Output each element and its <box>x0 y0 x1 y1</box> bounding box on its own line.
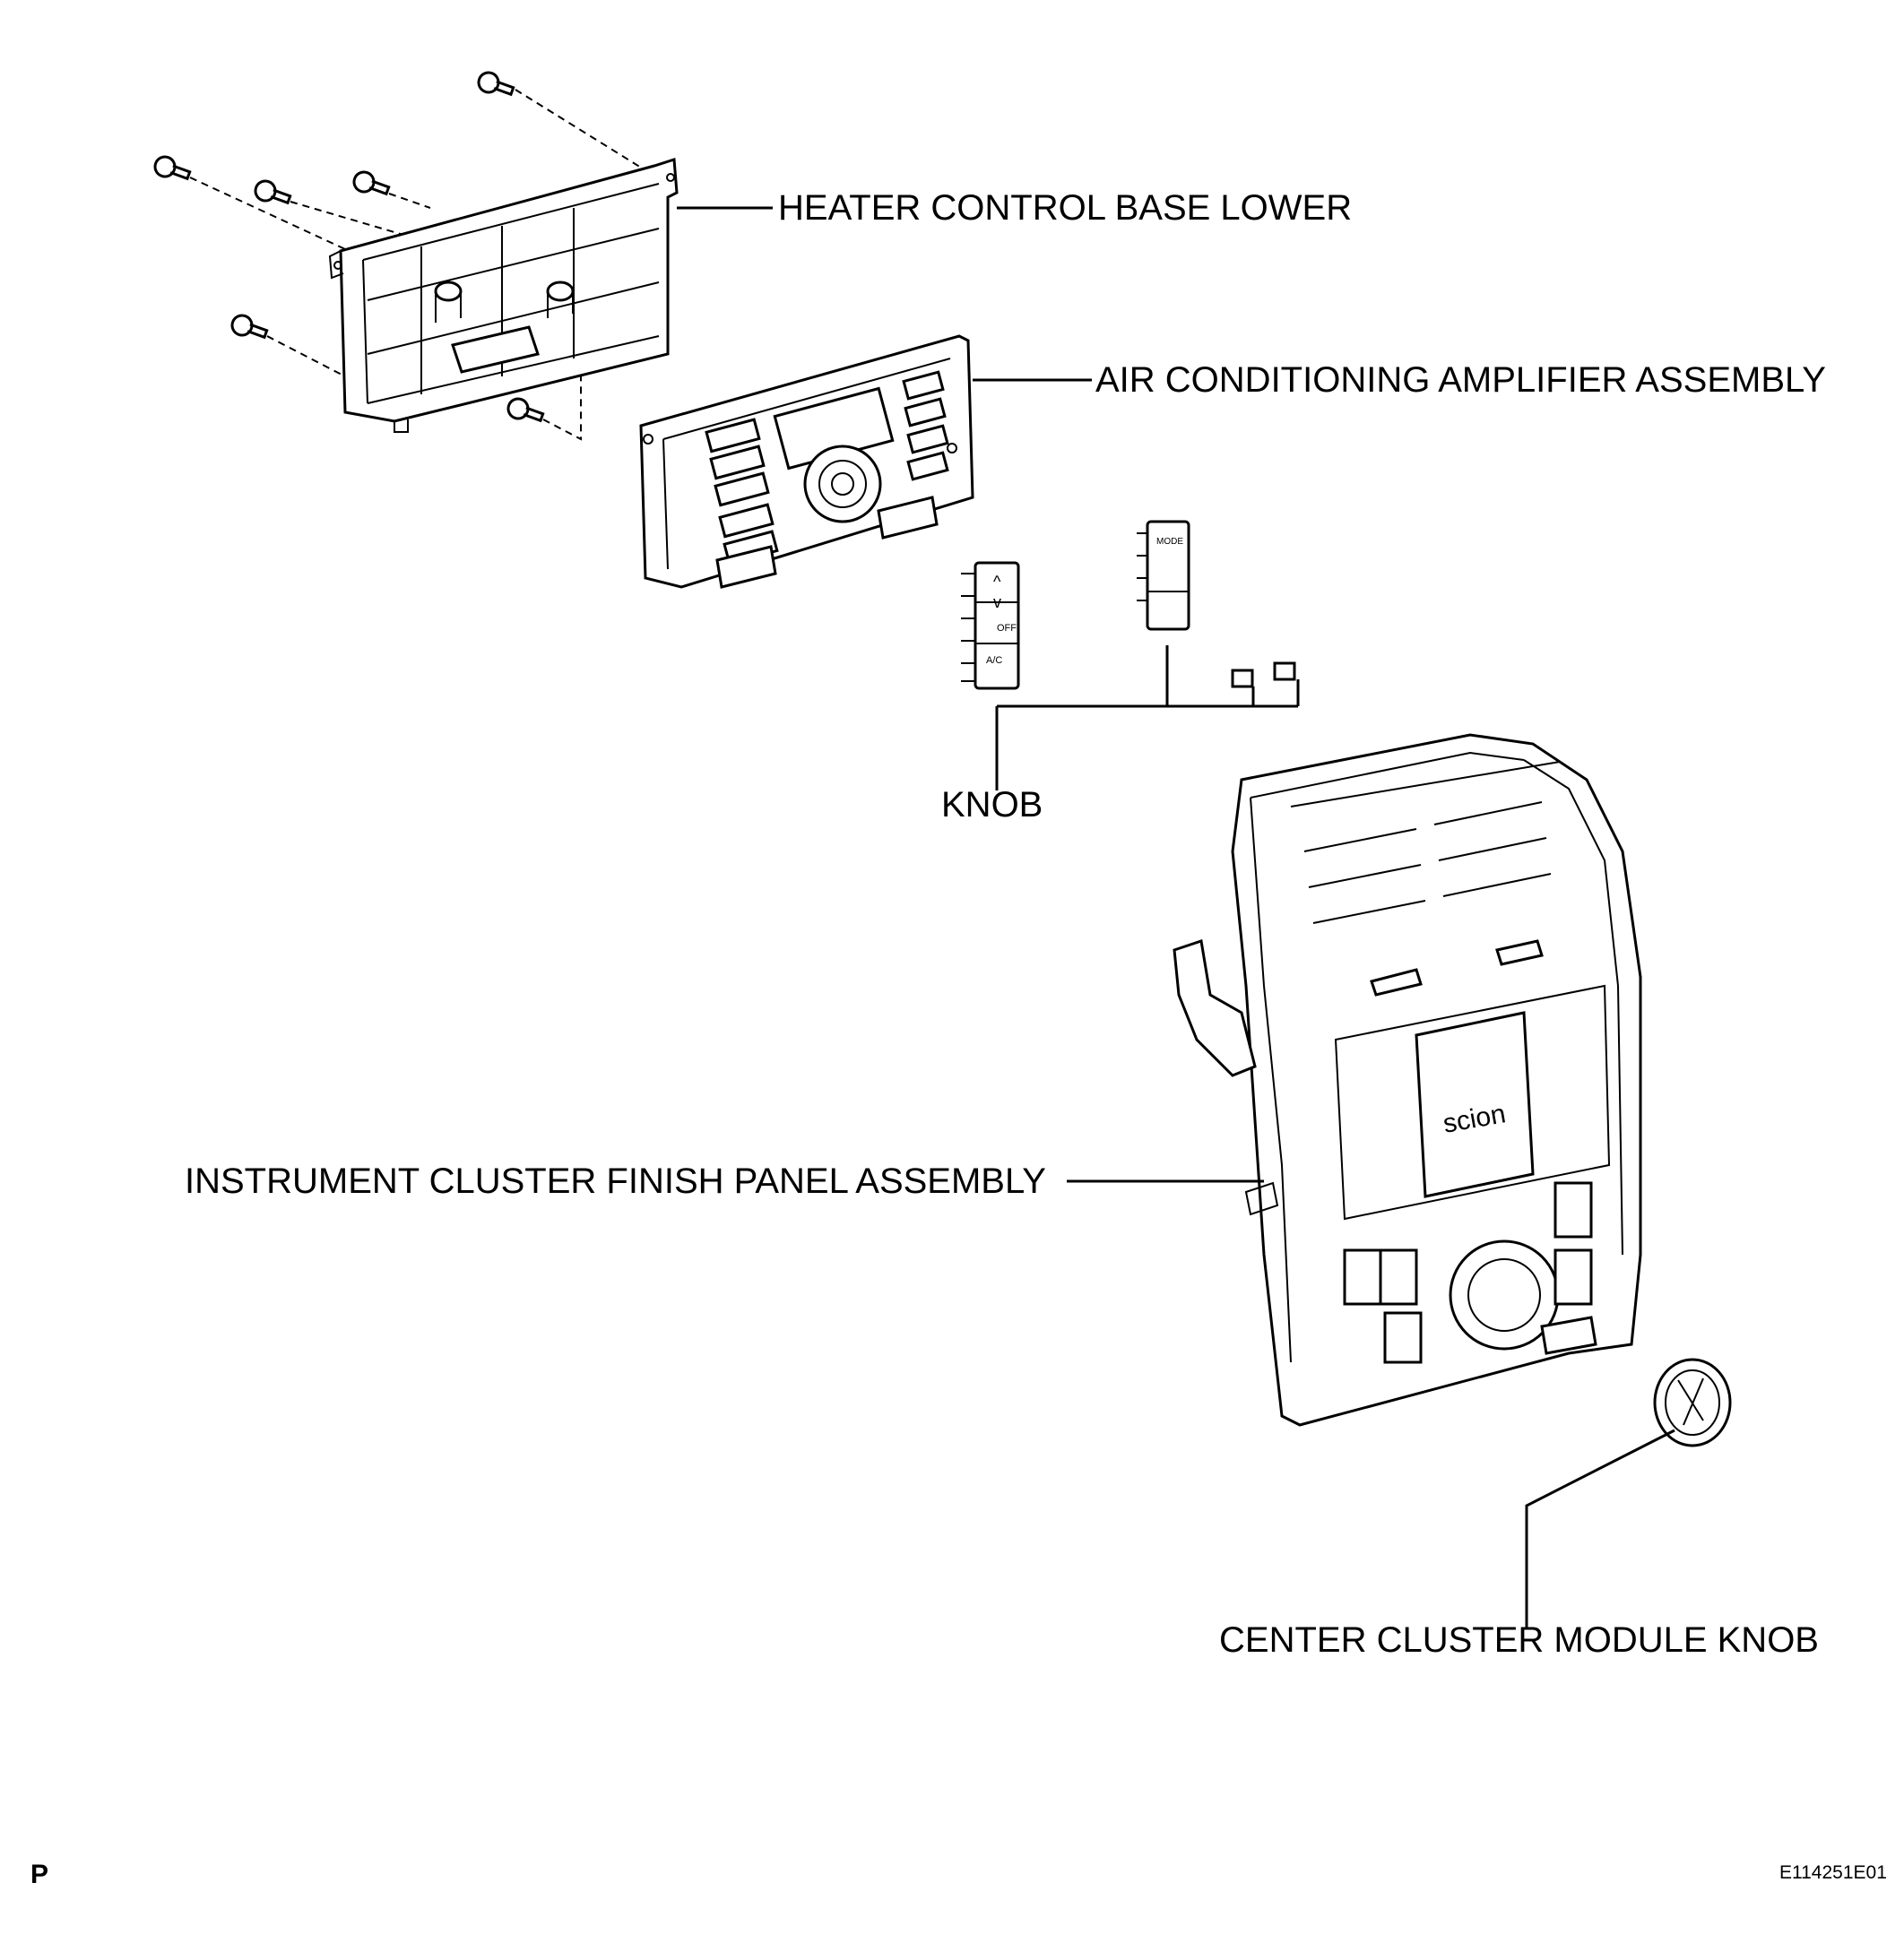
screw <box>153 155 192 181</box>
air-conditioning-amplifier-assembly-part <box>639 334 974 589</box>
button-mode-mark: MODE <box>1156 537 1183 547</box>
alignment-line <box>266 335 346 377</box>
label-instrument-cluster-finish-panel-assembly: INSTRUMENT CLUSTER FINISH PANEL ASSEMBLY <box>185 1161 1046 1201</box>
screw <box>254 179 292 205</box>
screw <box>352 170 391 196</box>
screw <box>477 71 515 97</box>
screw <box>506 397 545 423</box>
button-off-mark: OFF <box>997 623 1017 634</box>
label-center-cluster-module-knob: CENTER CLUSTER MODULE KNOB <box>1219 1620 1819 1660</box>
screw <box>230 314 269 340</box>
alignment-line <box>515 89 646 171</box>
alignment-line <box>290 201 404 236</box>
button-ac-mark: A/C <box>986 655 1002 666</box>
corner-mark: P <box>30 1860 49 1889</box>
alignment-line <box>189 177 346 250</box>
heater-control-base-lower-part <box>328 157 679 433</box>
knob-buttons-right <box>1137 520 1296 688</box>
leader-center-cluster-module-knob <box>1525 1429 1675 1628</box>
label-knob: KNOB <box>941 785 1043 825</box>
leader-knob <box>995 645 1300 790</box>
knob-buttons-left <box>961 561 1020 690</box>
center-cluster-module-knob-part <box>1653 1358 1732 1447</box>
button-down-mark: v <box>993 593 1001 611</box>
label-air-conditioning-amplifier-assembly: AIR CONDITIONING AMPLIFIER ASSEMBLY <box>1095 360 1826 400</box>
alignment-line <box>542 376 582 441</box>
alignment-line <box>388 193 431 209</box>
figure-code: E114251E01 <box>1779 1862 1887 1883</box>
label-heater-control-base-lower: HEATER CONTROL BASE LOWER <box>778 188 1353 228</box>
screw-group <box>153 71 646 441</box>
button-up-mark: ^ <box>993 573 1001 591</box>
instrument-cluster-finish-panel-assembly-part <box>1173 733 1642 1427</box>
